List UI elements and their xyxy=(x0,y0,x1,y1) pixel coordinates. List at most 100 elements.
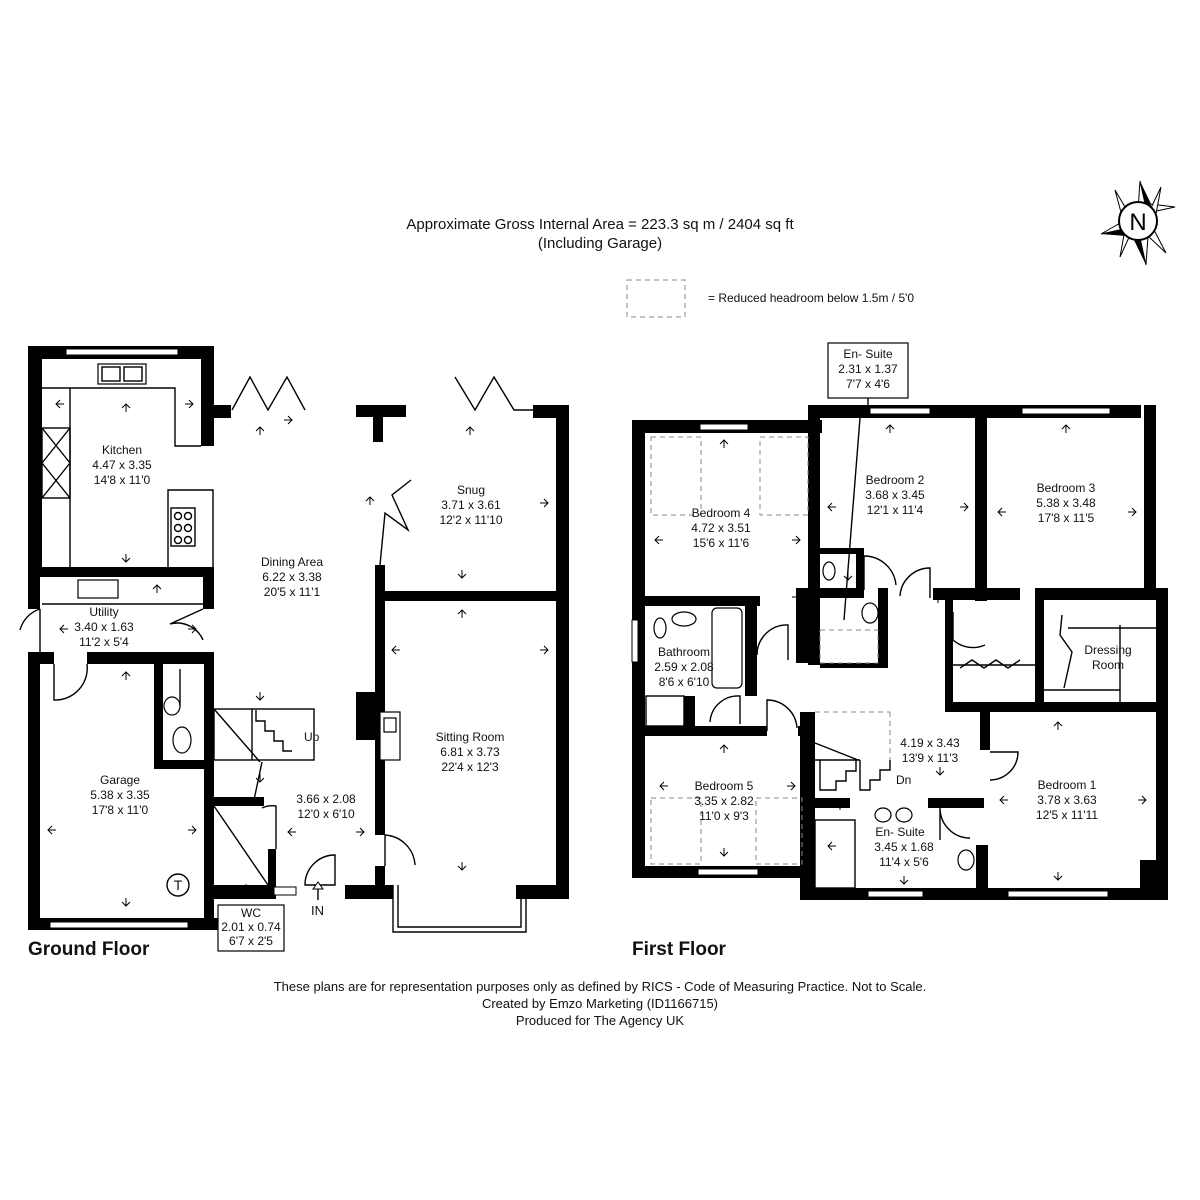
entrance-label: IN xyxy=(311,903,324,918)
reduced-headroom-zone xyxy=(650,797,702,865)
dimension-arrow-icon xyxy=(935,767,945,776)
wall xyxy=(373,417,383,442)
room-metric-en-suite-2: 2.31 x 1.37 xyxy=(838,362,898,376)
footer-disclaimer: These plans are for representation purpo… xyxy=(274,979,927,994)
entrance-arrow-icon xyxy=(312,881,324,900)
room-name-snug: Snug xyxy=(457,483,485,497)
dressing-room-doors xyxy=(1059,614,1073,689)
room-metric-bathroom: 2.59 x 2.08 xyxy=(654,660,714,674)
first-floor-title: First Floor xyxy=(632,939,727,960)
utility-back-door-swing xyxy=(19,608,41,652)
fireplace xyxy=(383,717,397,733)
compass-letter: N xyxy=(1129,209,1146,236)
oven-unit-icon xyxy=(41,427,71,499)
dimension-arrow-icon xyxy=(121,898,131,907)
wall xyxy=(808,588,856,598)
dimension-arrow-icon xyxy=(185,399,194,409)
dimension-arrow-icon xyxy=(152,584,162,593)
room-metric-landing: 4.19 x 3.43 xyxy=(900,736,960,750)
dimension-arrow-icon xyxy=(241,884,251,893)
door-swing xyxy=(756,624,789,660)
wall xyxy=(1156,588,1168,878)
room-name-bedroom-5: Bedroom 5 xyxy=(695,779,754,793)
room-imperial-bedroom-3: 17'8 x 11'5 xyxy=(1038,511,1095,525)
toilet-icon xyxy=(957,849,975,871)
legend-text: = Reduced headroom below 1.5m / 5'0 xyxy=(708,291,914,305)
wall xyxy=(375,565,385,601)
en-suite-label-box xyxy=(827,342,909,399)
toilet-icon xyxy=(172,726,192,754)
dimension-arrow-icon xyxy=(1053,872,1063,881)
room-name-bedroom-2: Bedroom 2 xyxy=(866,473,925,487)
wall xyxy=(980,712,990,750)
bifold-doors xyxy=(231,375,306,412)
window xyxy=(699,423,749,431)
wall xyxy=(28,652,40,930)
room-metric-garage: 5.38 x 3.35 xyxy=(90,788,150,802)
door-swing xyxy=(939,807,971,840)
dimension-arrow-icon xyxy=(999,795,1008,805)
dimension-arrow-icon xyxy=(997,507,1006,517)
room-imperial-kitchen: 14'8 x 11'0 xyxy=(94,473,151,487)
basin-icon xyxy=(861,602,879,624)
dimension-arrow-icon xyxy=(792,535,801,545)
tank-label: T xyxy=(174,877,183,893)
stairs-down-label: Dn xyxy=(896,773,911,787)
room-imperial-dining: 20'5 x 11'1 xyxy=(264,585,321,599)
wall xyxy=(201,346,214,446)
room-imperial-bathroom: 8'6 x 6'10 xyxy=(659,675,710,689)
dimension-arrow-icon xyxy=(356,827,365,837)
wall xyxy=(516,885,569,899)
wall xyxy=(214,885,274,899)
dimension-arrow-icon xyxy=(719,744,729,753)
door-swing xyxy=(952,612,986,649)
wall xyxy=(745,596,757,696)
stairs-up-label: Up xyxy=(304,730,320,744)
room-imperial-utility: 11'2 x 5'4 xyxy=(79,635,129,649)
wc-door-swing xyxy=(261,805,277,849)
room-name-utility: Utility xyxy=(89,605,118,619)
door-swing xyxy=(989,751,1019,781)
dimension-arrow-icon xyxy=(284,415,293,425)
reduced-headroom-zone xyxy=(755,797,803,865)
door-swing xyxy=(863,555,897,590)
room-imperial-hallway: 12'0 x 6'10 xyxy=(297,807,355,821)
room-imperial-bedroom-2: 12'1 x 11'4 xyxy=(867,503,924,517)
dimension-arrow-icon xyxy=(795,644,805,653)
wall xyxy=(684,696,695,736)
chimney-breast xyxy=(356,692,380,740)
wall xyxy=(1035,588,1168,600)
dimension-arrow-icon xyxy=(899,876,909,885)
dimension-arrow-icon xyxy=(121,671,131,680)
dimension-arrow-icon xyxy=(457,570,467,579)
wall xyxy=(203,577,214,609)
basin-icon xyxy=(895,807,913,823)
wall xyxy=(87,652,214,664)
room-name-dining: Dining Area xyxy=(261,555,323,569)
door-swing xyxy=(899,567,931,598)
wall xyxy=(556,405,569,899)
room-imperial-wc: 6'7 x 2'5 xyxy=(229,934,273,948)
room-name-bedroom-4: Bedroom 4 xyxy=(692,506,751,520)
dimension-arrow-icon xyxy=(1128,507,1137,517)
bifold-doors-snug xyxy=(379,479,412,566)
door-swing xyxy=(766,699,798,731)
wc-label-box xyxy=(217,904,285,952)
wall xyxy=(645,596,760,606)
basin-icon xyxy=(874,807,892,823)
sink-bowl xyxy=(123,366,143,382)
wall xyxy=(975,405,987,601)
room-metric-bedroom-3: 5.38 x 3.48 xyxy=(1036,496,1096,510)
reduced-headroom-zone xyxy=(650,436,702,516)
room-metric-dining: 6.22 x 3.38 xyxy=(262,570,322,584)
room-name-dressing-room-line2: Room xyxy=(1092,658,1124,672)
room-imperial-landing: 13'9 x 11'3 xyxy=(902,751,959,765)
room-metric-utility: 3.40 x 1.63 xyxy=(74,620,134,634)
wall xyxy=(533,405,569,418)
wall xyxy=(28,577,40,609)
wall xyxy=(856,548,864,598)
wall xyxy=(645,726,767,736)
dimension-arrow-icon xyxy=(719,848,729,857)
room-metric-bedroom-1: 3.78 x 3.63 xyxy=(1037,793,1097,807)
room-imperial-en-suite-2: 7'7 x 4'6 xyxy=(846,377,890,391)
